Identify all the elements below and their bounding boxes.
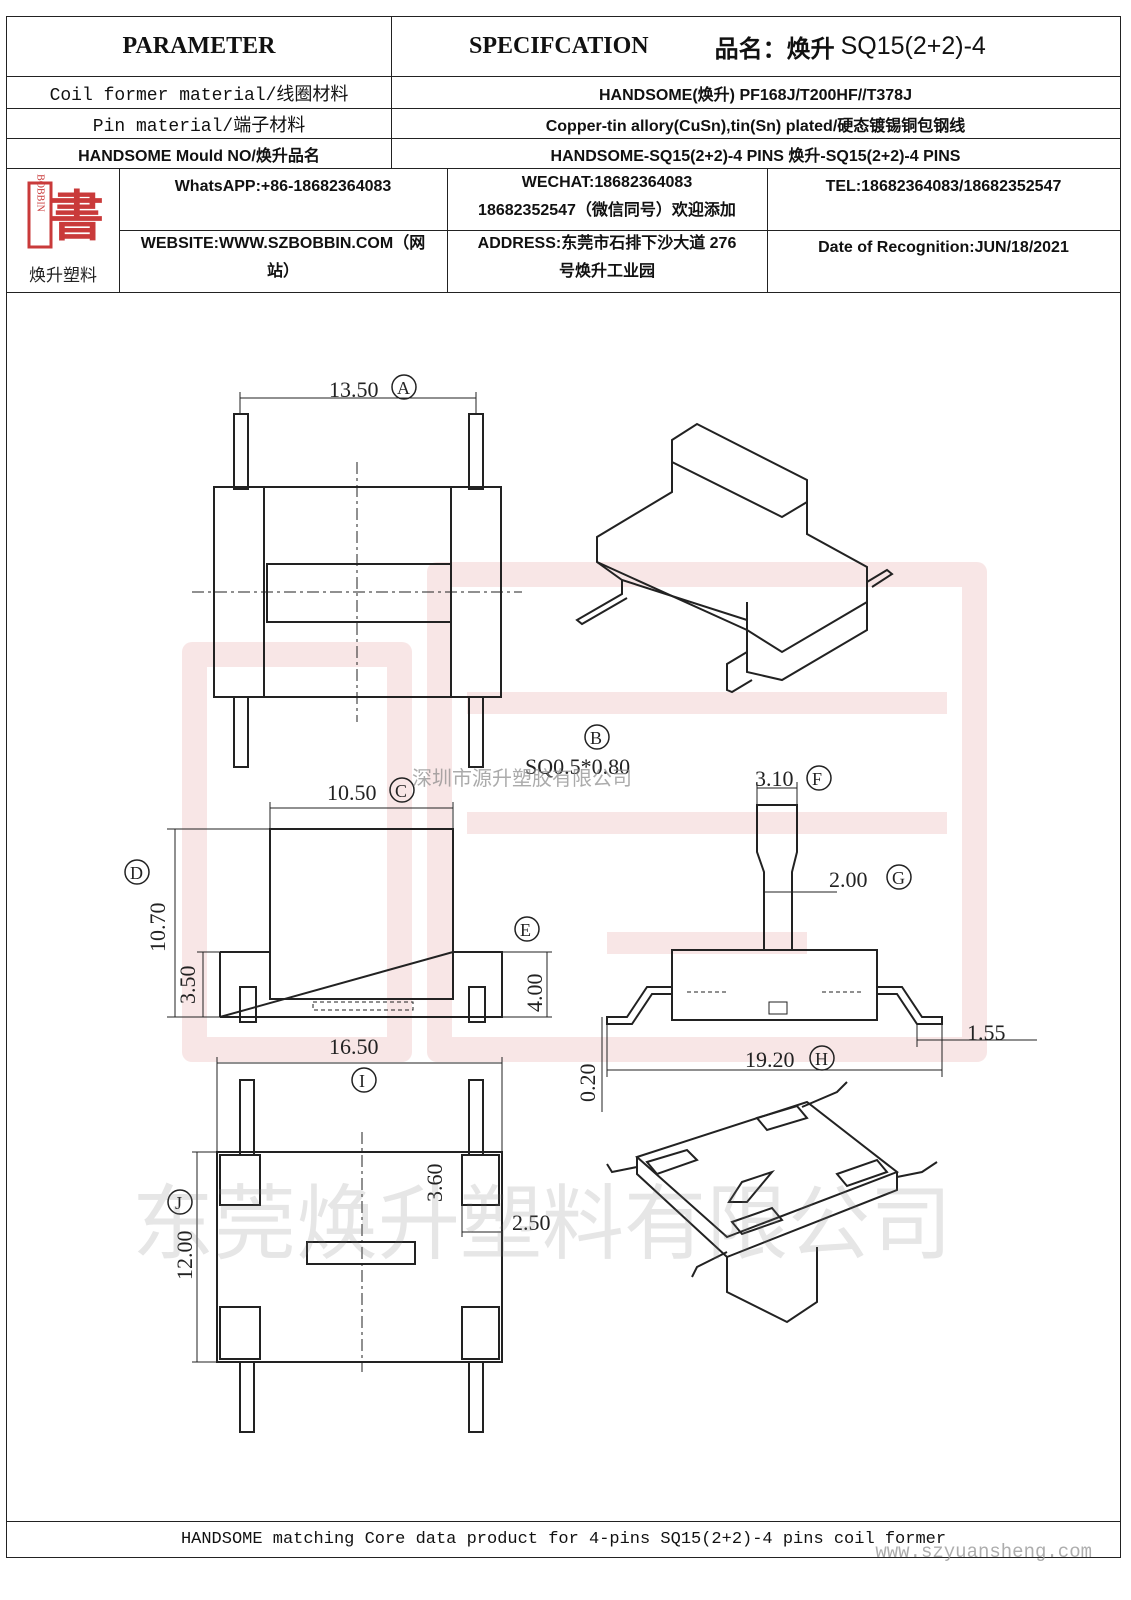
parameter-heading: PARAMETER xyxy=(122,33,276,59)
dim-d2: 3.50 xyxy=(175,966,200,1005)
wechat: WECHAT:18682364083 18682352547（微信同号）欢迎添加 xyxy=(447,169,767,230)
website: WEBSITE:WWW.SZBOBBIN.COM（网 站） xyxy=(119,230,447,293)
recognition-date: Date of Recognition:JUN/18/2021 xyxy=(818,239,1069,256)
logo-watermark xyxy=(182,562,987,1062)
dim-E: 4.00 xyxy=(522,974,547,1013)
website-line1: WEBSITE:WWW.SZBOBBIN.COM（网 xyxy=(140,235,426,252)
dim-h2: 1.55 xyxy=(967,1020,1006,1045)
product-code: SQ15(2+2)-4 xyxy=(840,32,986,60)
svg-text:I: I xyxy=(359,1071,365,1091)
website-line2: 站） xyxy=(266,263,299,280)
dim-A: 13.50 xyxy=(329,377,379,402)
footer-text: HANDSOME matching Core data product for … xyxy=(180,1530,947,1549)
logo-vertical-text: BOBBIN xyxy=(35,174,46,212)
front-view-core-post xyxy=(269,828,454,1000)
technical-drawing: 13.50 A SQ0.5*0.80 B 10.50 C 10.70 D 3.5… xyxy=(7,312,1120,1522)
svg-text:D: D xyxy=(130,863,143,883)
whatsapp: WhatsAPP:+86-18682364083 xyxy=(174,178,392,195)
side-view-body xyxy=(671,949,878,1021)
dim-j2: 3.60 xyxy=(422,1164,447,1203)
company-block: BOBBIN 書 焕升塑料 WhatsAPP:+86-18682364083 W… xyxy=(7,169,1120,293)
bottom-view-slot xyxy=(306,1241,416,1265)
specification-heading: SPECIFCATION xyxy=(469,33,649,59)
dim-J: 12.00 xyxy=(172,1231,197,1281)
pin-row: Pin material/端子材料 Copper-tin allory(CuSn… xyxy=(7,109,1120,139)
mould-value: HANDSOME-SQ15(2+2)-4 PINS 焕升-SQ15(2+2)-4… xyxy=(550,147,961,165)
logo: BOBBIN 書 焕升塑料 xyxy=(7,169,119,293)
material-row: Coil former material/线圈材料 HANDSOME(焕升) P… xyxy=(7,77,1120,109)
watermark-text-small: 深圳市源升塑胶有限公司 xyxy=(412,766,632,790)
spec-heading-cell: SPECIFCATION 品名：焕升 SQ15(2+2)-4 xyxy=(391,17,1120,76)
telephone: TEL:18682364083/18682352547 xyxy=(825,178,1062,195)
footer: HANDSOME matching Core data product for … xyxy=(7,1521,1120,1563)
logo-glyph: 書 xyxy=(50,187,104,247)
top-view-window xyxy=(266,563,452,623)
mould-row: HANDSOME Mould NO/焕升品名 HANDSOME-SQ15(2+2… xyxy=(7,139,1120,169)
pin-top-left xyxy=(233,413,249,490)
header-row: PARAMETER SPECIFCATION 品名：焕升 SQ15(2+2)-4 xyxy=(7,17,1120,77)
spec-sheet: PARAMETER SPECIFCATION 品名：焕升 SQ15(2+2)-4… xyxy=(6,16,1121,1563)
dim-I: 16.50 xyxy=(329,1034,379,1059)
dim-j3: 2.50 xyxy=(512,1210,551,1235)
svg-text:G: G xyxy=(892,868,905,888)
svg-text:F: F xyxy=(812,769,822,789)
dim-C: 10.50 xyxy=(327,780,377,805)
dim-B: SQ0.5*0.80 xyxy=(525,754,630,779)
address: ADDRESS:东莞市石排下沙大道 276 号焕升工业园 xyxy=(447,230,767,293)
svg-text:A: A xyxy=(397,378,410,398)
drawing-canvas: 13.50 A SQ0.5*0.80 B 10.50 C 10.70 D 3.5… xyxy=(124,374,1037,1433)
mould-label: HANDSOME Mould NO/焕升品名 xyxy=(78,147,320,165)
dim-H: 19.20 xyxy=(745,1047,795,1072)
dim-G: 2.00 xyxy=(829,867,868,892)
iso-top-plate xyxy=(671,422,808,519)
svg-text:C: C xyxy=(395,781,407,801)
coil-material-label: Coil former material/线圈材料 xyxy=(49,85,349,106)
logo-caption: 焕升塑料 xyxy=(29,266,97,285)
wechat-line2: 18682352547（微信同号）欢迎添加 xyxy=(478,202,736,219)
logo-icon: BOBBIN 書 焕升塑料 xyxy=(27,174,104,285)
address-line2: 号焕升工业园 xyxy=(558,263,655,280)
wechat-line1: WECHAT:18682364083 xyxy=(521,174,693,191)
coil-material-value: HANDSOME(焕升) PF168J/T200HF//T378J xyxy=(599,86,912,104)
dim-D: 10.70 xyxy=(145,903,170,953)
dim-F: 3.10 xyxy=(755,766,794,791)
pin-material-value: Copper-tin allory(CuSn),tin(Sn) plated/硬… xyxy=(545,117,966,135)
svg-text:H: H xyxy=(815,1049,828,1069)
svg-text:B: B xyxy=(590,728,602,748)
svg-text:J: J xyxy=(175,1193,182,1213)
bottom-view-body xyxy=(216,1151,503,1363)
watermark-text-large: 东莞焕升塑料有限公司 xyxy=(132,1177,952,1272)
svg-text:E: E xyxy=(520,920,531,940)
pin-top-right xyxy=(468,413,484,490)
pin-material-label: Pin material/端子材料 xyxy=(92,116,306,137)
address-line1: ADDRESS:东莞市石排下沙大道 276 xyxy=(477,235,737,252)
footer-url-watermark: www.szyuansheng.com xyxy=(875,1541,1092,1563)
product-name-label: 品名：焕升 xyxy=(714,35,835,63)
dim-h3: 0.20 xyxy=(575,1064,600,1103)
